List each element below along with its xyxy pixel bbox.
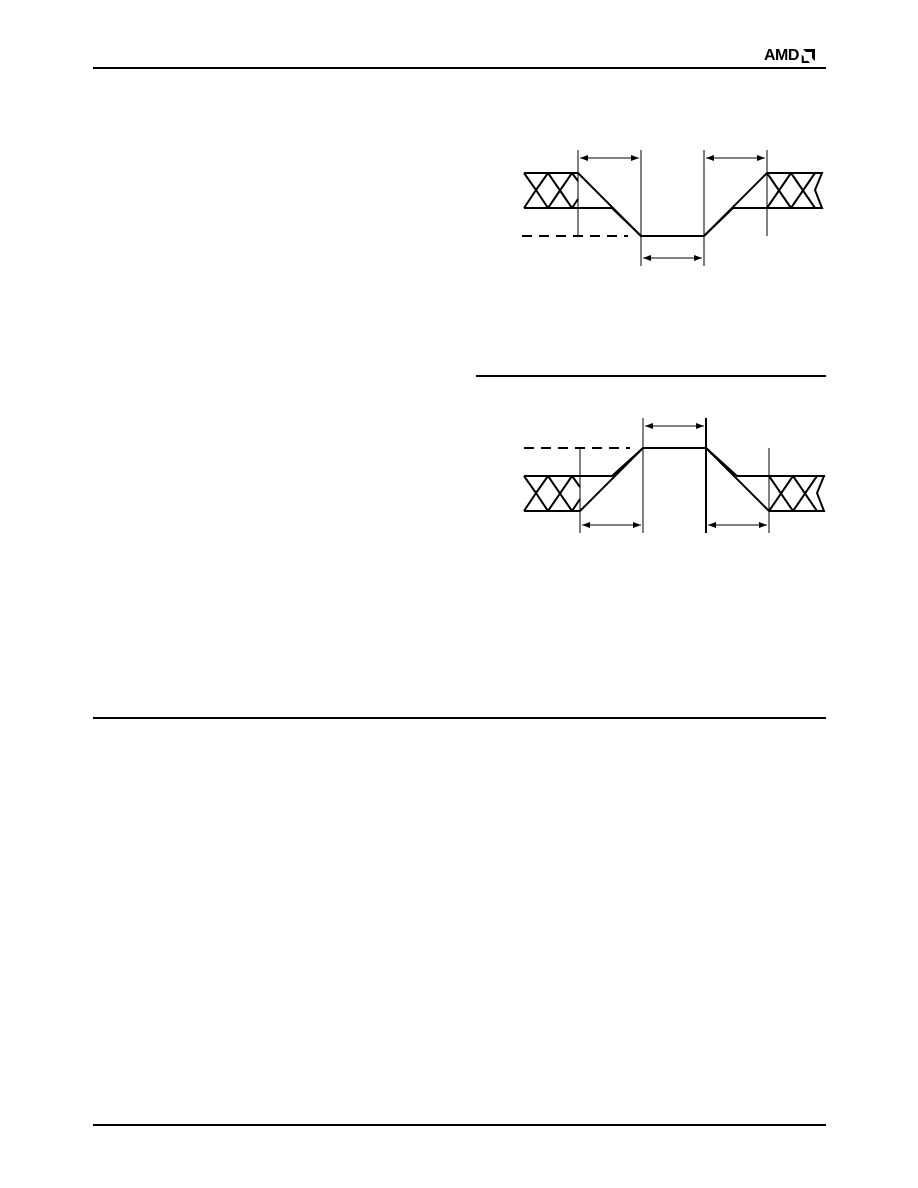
- right-crosshatch-band: [768, 475, 826, 512]
- dimension-arrow-icon: [580, 155, 765, 261]
- figure-separator-rule: [476, 375, 826, 377]
- timing-extension-lines: [579, 418, 770, 533]
- section-rule: [93, 717, 826, 719]
- amd-arrow-logo-icon: [801, 49, 815, 63]
- pulse-trace: [579, 447, 770, 512]
- left-crosshatch-band: [523, 172, 579, 209]
- negative-pulse-waveform: [522, 150, 824, 266]
- amd-logo: AMD: [764, 46, 815, 66]
- header-rule: [93, 67, 826, 69]
- positive-pulse-waveform: [523, 418, 826, 533]
- right-crosshatch-band: [766, 172, 824, 209]
- logo-text: AMD: [764, 47, 799, 64]
- dimension-arrow-icon: [582, 423, 767, 528]
- timing-extension-lines: [577, 150, 768, 266]
- left-crosshatch-band: [523, 475, 581, 512]
- footer-rule: [93, 1124, 826, 1126]
- pulse-trace: [577, 172, 768, 237]
